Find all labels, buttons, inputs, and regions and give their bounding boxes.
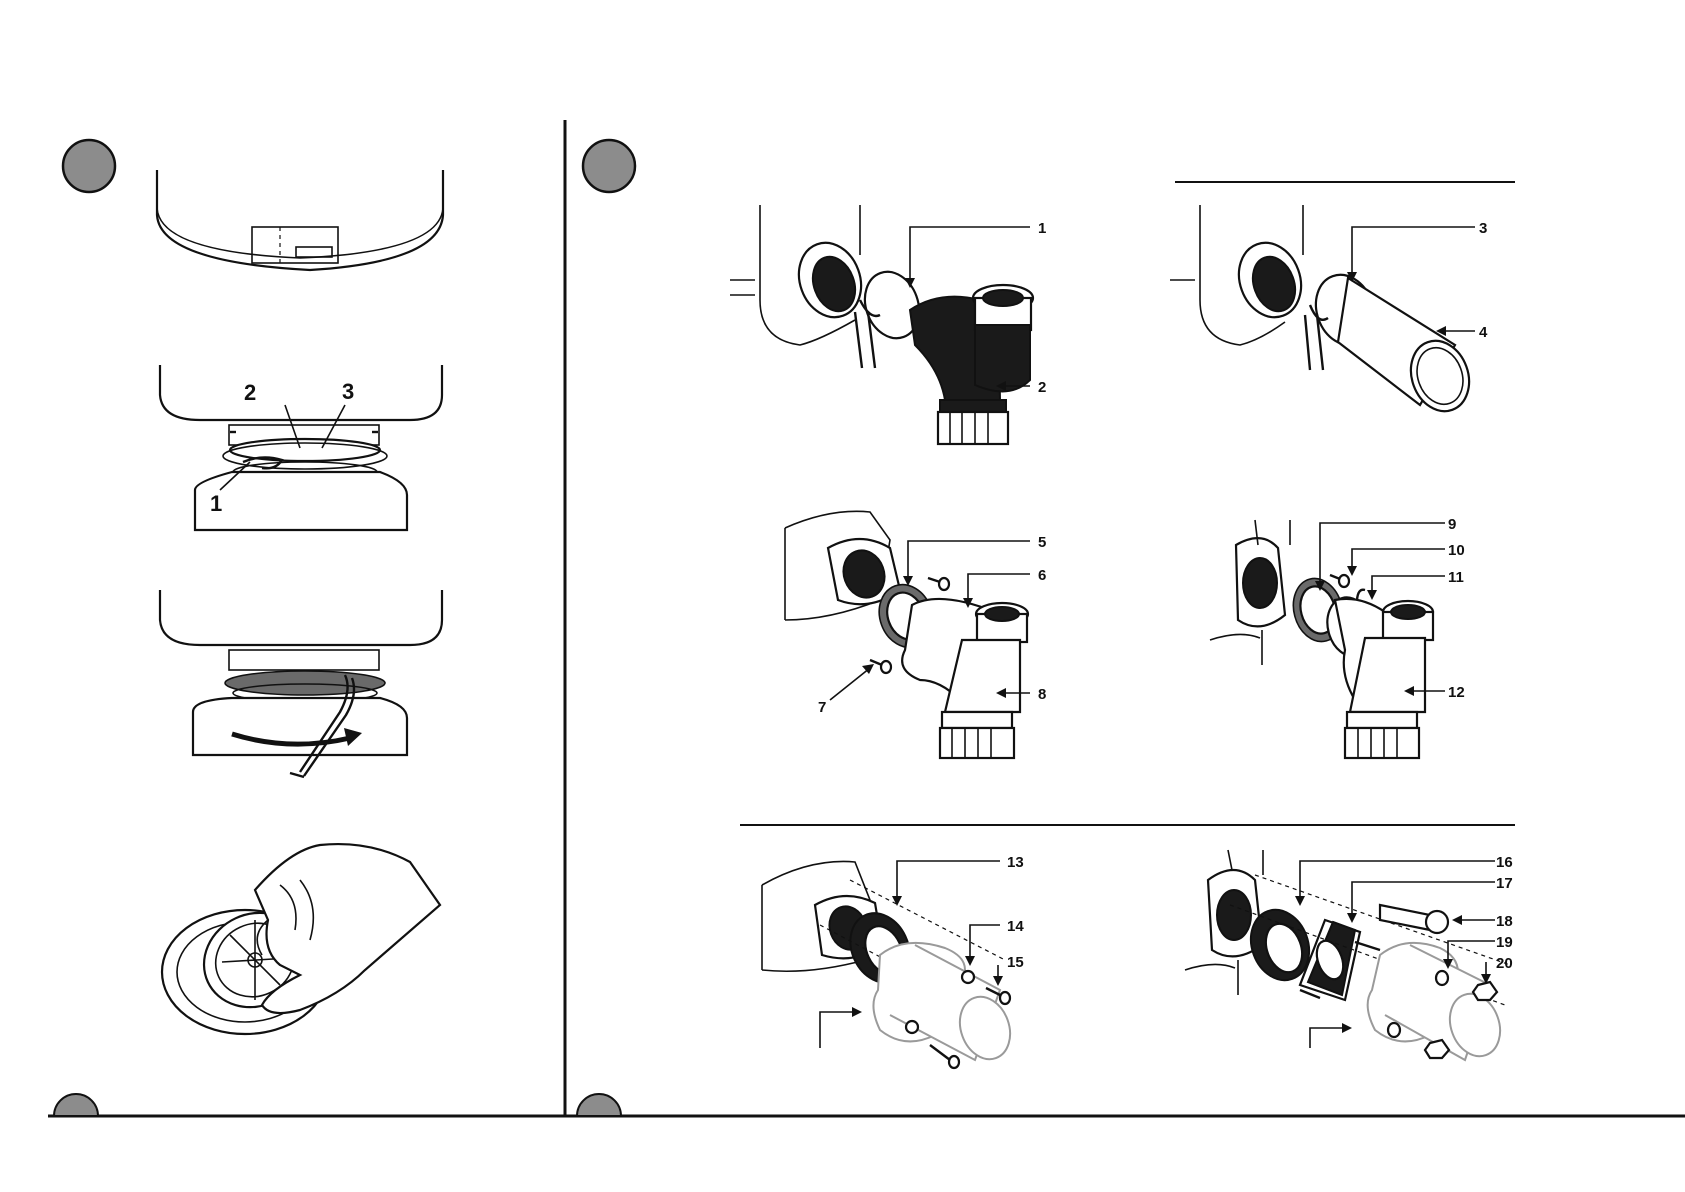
callout-12: 12 <box>1448 684 1465 701</box>
figure-wye-clamp <box>730 205 1033 444</box>
callout-11: 11 <box>1448 569 1464 586</box>
callout-20: 20 <box>1496 955 1513 972</box>
step-badge-right <box>583 140 635 192</box>
callout-7: 7 <box>818 699 826 716</box>
callout-14: 14 <box>1007 918 1024 935</box>
callout-6: 6 <box>1038 567 1046 584</box>
callout-19: 19 <box>1496 934 1513 951</box>
figure-tailpipe-clamp <box>1170 205 1479 419</box>
figure-hand-baffle <box>162 844 440 1034</box>
callout-10: 10 <box>1448 542 1465 559</box>
callout-13: 13 <box>1007 854 1024 871</box>
callout-2: 2 <box>1038 379 1046 396</box>
callout-1: 1 <box>1038 220 1046 237</box>
callout-3: 3 <box>1479 220 1487 237</box>
callout-18: 18 <box>1496 913 1513 930</box>
step-badge-left <box>63 140 115 192</box>
figure-rotate-ring <box>160 590 442 777</box>
page-tab-left <box>54 1094 98 1116</box>
figure-flanged-wye-alt <box>1210 520 1445 758</box>
callout-17: 17 <box>1496 875 1513 892</box>
figure-flanged-wye <box>785 511 1030 758</box>
figure-flange-gasket <box>762 861 1018 1068</box>
figure-flange-plate <box>1185 850 1510 1063</box>
callout-16: 16 <box>1496 854 1513 871</box>
figure-disposer-label <box>157 170 443 270</box>
page-tab-right <box>577 1094 621 1116</box>
callout-mount-1: 1 <box>210 491 222 516</box>
figure-mounting-ring <box>160 365 442 530</box>
callout-mount-3: 3 <box>342 379 354 404</box>
callout-mount-2: 2 <box>244 380 256 405</box>
callout-5: 5 <box>1038 534 1046 551</box>
callout-15: 15 <box>1007 954 1024 971</box>
callout-9: 9 <box>1448 516 1456 533</box>
callout-8: 8 <box>1038 686 1046 703</box>
callout-4: 4 <box>1479 324 1488 341</box>
